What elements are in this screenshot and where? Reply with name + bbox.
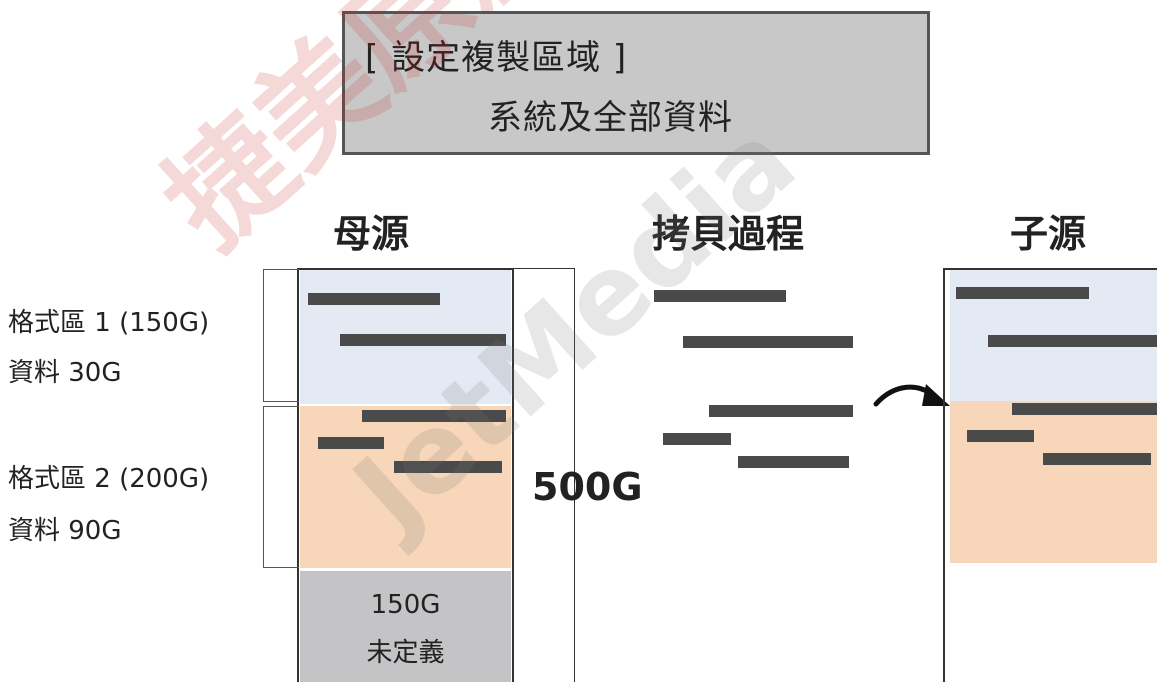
subtitle-text: 系統及全部資料 <box>488 98 733 138</box>
data-bar <box>394 461 502 473</box>
target-heading: 子源 <box>1010 212 1087 256</box>
unallocated-label: 未定義 <box>366 638 445 668</box>
unallocated-size: 150G <box>370 590 441 620</box>
title-text: [ 設定複製區域 ] <box>365 38 628 78</box>
copy-bar <box>663 433 731 445</box>
partition-2-data: 資料 90G <box>8 516 122 546</box>
partition-1-data: 資料 30G <box>8 358 122 388</box>
target-data-bar <box>988 335 1157 347</box>
partition-2-name: 格式區 2 (200G) <box>8 464 210 494</box>
target-data-bar <box>967 430 1034 442</box>
copy-bar <box>654 290 786 302</box>
target-disk-frame <box>943 268 1157 682</box>
process-heading: 拷貝過程 <box>652 212 805 256</box>
source-heading: 母源 <box>333 212 410 256</box>
data-bar <box>340 334 506 346</box>
total-size-label: 500G <box>532 465 643 509</box>
target-data-bar <box>956 287 1089 299</box>
partition-1-name: 格式區 1 (150G) <box>8 308 210 338</box>
title-box <box>342 11 930 155</box>
copy-bar <box>683 336 853 348</box>
source-unallocated <box>300 571 511 682</box>
data-bar <box>308 293 440 305</box>
target-data-bar <box>1012 403 1157 415</box>
copy-bar <box>738 456 849 468</box>
copy-bar <box>709 405 853 417</box>
total-size-frame <box>297 268 575 682</box>
target-partition-2 <box>950 401 1157 563</box>
target-data-bar <box>1043 453 1151 465</box>
data-bar <box>362 410 506 422</box>
partition-1-bracket <box>263 269 299 402</box>
partition-2-bracket <box>263 406 299 568</box>
source-disk-frame <box>297 268 514 682</box>
data-bar <box>318 437 384 449</box>
source-partition-2 <box>300 406 511 568</box>
